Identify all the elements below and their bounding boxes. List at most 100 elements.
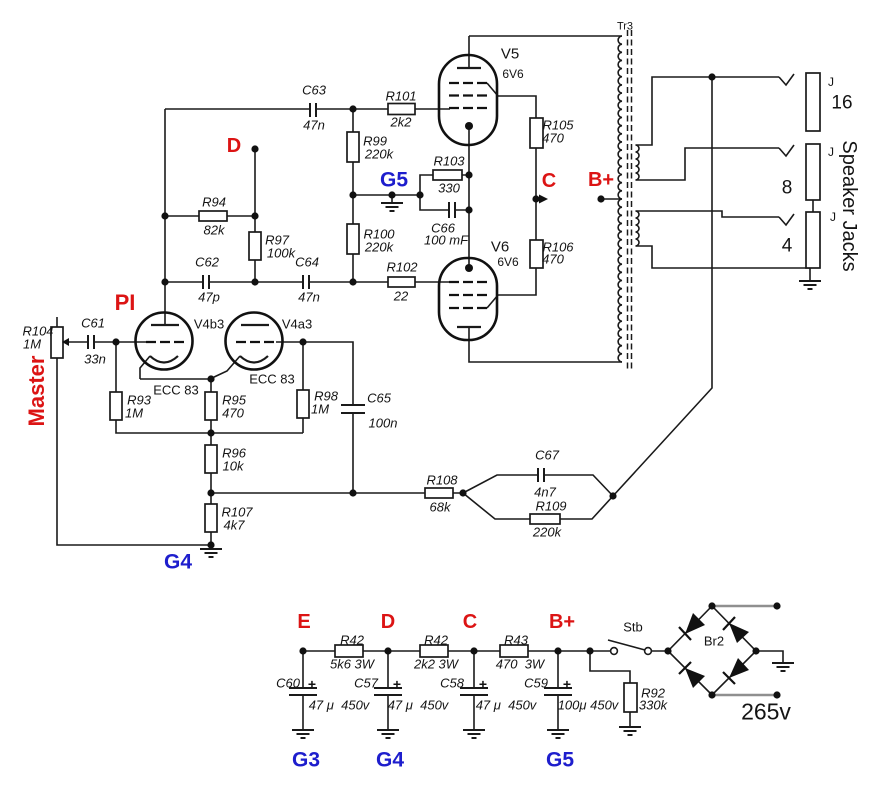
res-r93-designator: R93 xyxy=(127,392,151,408)
capacitor-c60 xyxy=(289,687,317,696)
cap-c57-polarity: + xyxy=(392,676,402,692)
capacitor-c59 xyxy=(544,687,572,696)
res-r94-designator: R94 xyxy=(202,194,226,210)
cap-c67-designator: C67 xyxy=(535,447,559,463)
res-r96-designator: R96 xyxy=(222,445,246,461)
node-c-top: C xyxy=(541,170,557,192)
resistor-r92 xyxy=(623,682,638,713)
res-r42b-designator: R42 xyxy=(424,632,448,648)
resistor-r96 xyxy=(204,444,218,474)
tube-v5-type: 6V6 xyxy=(502,67,524,81)
jack16-ohms: 16 xyxy=(831,92,853,114)
tube-v4a3-designator: V4a3 xyxy=(281,316,313,332)
res-r106-value: 470 xyxy=(542,251,564,267)
res-r102-designator: R102 xyxy=(386,259,418,275)
resistor-r97 xyxy=(248,231,262,261)
capacitors xyxy=(87,103,572,696)
res-r106-designator: R106 xyxy=(542,239,574,255)
diode-upper-left xyxy=(685,613,705,634)
v4b3-cathode xyxy=(149,355,179,364)
cap-c63-designator: C63 xyxy=(302,82,326,98)
node-d-top: D xyxy=(226,135,242,157)
res-r43-designator: R43 xyxy=(504,632,528,648)
speaker-jacks-title: Speaker Jacks xyxy=(838,140,860,272)
jack-16-ohm xyxy=(805,72,821,132)
primary-winding xyxy=(617,35,623,363)
resistor-r42b xyxy=(419,644,449,658)
res-r100-value: 220k xyxy=(364,239,394,255)
cap-c64-value: 47n xyxy=(298,289,320,305)
voltage-265v: 265v xyxy=(741,698,791,725)
res-r93-value: 1M xyxy=(124,405,144,421)
res-r103-designator: R103 xyxy=(433,153,465,169)
res-r43-value: 470 3W xyxy=(495,656,545,672)
transformer-tr3 xyxy=(617,30,640,370)
tube-v4b3 xyxy=(134,311,194,371)
pot-r104-value: 1M xyxy=(22,336,42,352)
node-g3-psu: G3 xyxy=(291,748,321,772)
secondary-winding-lower xyxy=(635,210,640,247)
jack-4-ohm xyxy=(805,211,821,269)
bridge-br2-label: Br2 xyxy=(703,633,725,649)
capacitor-c66 xyxy=(448,202,456,218)
jack-tip-contacts xyxy=(778,73,795,227)
res-r99-value: 220k xyxy=(364,146,394,162)
resistor-r98 xyxy=(296,389,310,419)
capacitor-c64 xyxy=(302,275,310,289)
cap-c67-value: 4n7 xyxy=(534,484,556,500)
res-r103-value: 330 xyxy=(438,180,460,196)
wires xyxy=(56,35,814,730)
res-r42a-value: 5k6 3W xyxy=(329,656,375,672)
cap-c59-polarity: + xyxy=(562,676,572,692)
cap-c57-designator: C57 xyxy=(354,675,378,691)
res-r42a-designator: R42 xyxy=(340,632,364,648)
capacitor-c63 xyxy=(309,103,317,117)
resistor-r42a xyxy=(334,644,364,658)
res-r97-designator: R97 xyxy=(265,232,289,248)
res-r99-designator: R99 xyxy=(363,133,387,149)
resistor-r106 xyxy=(529,239,544,269)
junction-dots xyxy=(112,73,781,699)
cap-c62-value: 47p xyxy=(198,289,220,305)
node-bplus-top: B+ xyxy=(587,169,615,191)
tube-v5 xyxy=(437,53,499,147)
cap-c58-value: 47 μ 450v xyxy=(475,697,537,713)
cap-c59-value: 100μ 450v xyxy=(557,697,619,713)
jack16-j-label: J xyxy=(828,75,834,89)
node-e-psu: E xyxy=(297,611,311,633)
v5-grids xyxy=(449,81,487,110)
resistor-r107 xyxy=(204,503,218,533)
capacitor-c67 xyxy=(537,468,545,482)
res-r109-value: 220k xyxy=(532,524,562,540)
node-g5-top: G5 xyxy=(379,168,409,192)
resistor-r109 xyxy=(529,513,561,525)
secondary-winding-upper xyxy=(635,144,640,181)
res-r108-value: 68k xyxy=(429,499,451,515)
capacitor-c62 xyxy=(202,275,210,289)
ground-symbols xyxy=(200,202,821,739)
res-r109-designator: R109 xyxy=(535,498,567,514)
resistor-r103 xyxy=(432,169,463,181)
jack8-j-label: J xyxy=(828,145,834,159)
node-g4-psu: G4 xyxy=(375,748,405,772)
res-r98-value: 1M xyxy=(310,401,330,417)
diode-lower-left xyxy=(685,668,705,688)
res-r105-designator: R105 xyxy=(542,117,574,133)
node-g4-pi: G4 xyxy=(163,550,193,574)
cap-c58-polarity: + xyxy=(478,676,488,692)
resistor-r108 xyxy=(424,487,454,499)
res-r107-designator: R107 xyxy=(221,504,253,520)
res-r97-value: 100k xyxy=(266,245,296,261)
r104-wiper-arrow xyxy=(62,338,69,346)
tube-v6 xyxy=(437,256,499,342)
transformer-core xyxy=(626,30,633,370)
resistor-r95 xyxy=(204,391,218,421)
pot-r104-designator: R104 xyxy=(22,323,54,339)
tube-v4a3 xyxy=(224,311,284,371)
v5-cathode xyxy=(465,122,473,130)
resistor-r94 xyxy=(198,210,228,222)
tube-v6-designator: V6 xyxy=(490,238,510,256)
res-r94-value: 82k xyxy=(203,222,225,238)
